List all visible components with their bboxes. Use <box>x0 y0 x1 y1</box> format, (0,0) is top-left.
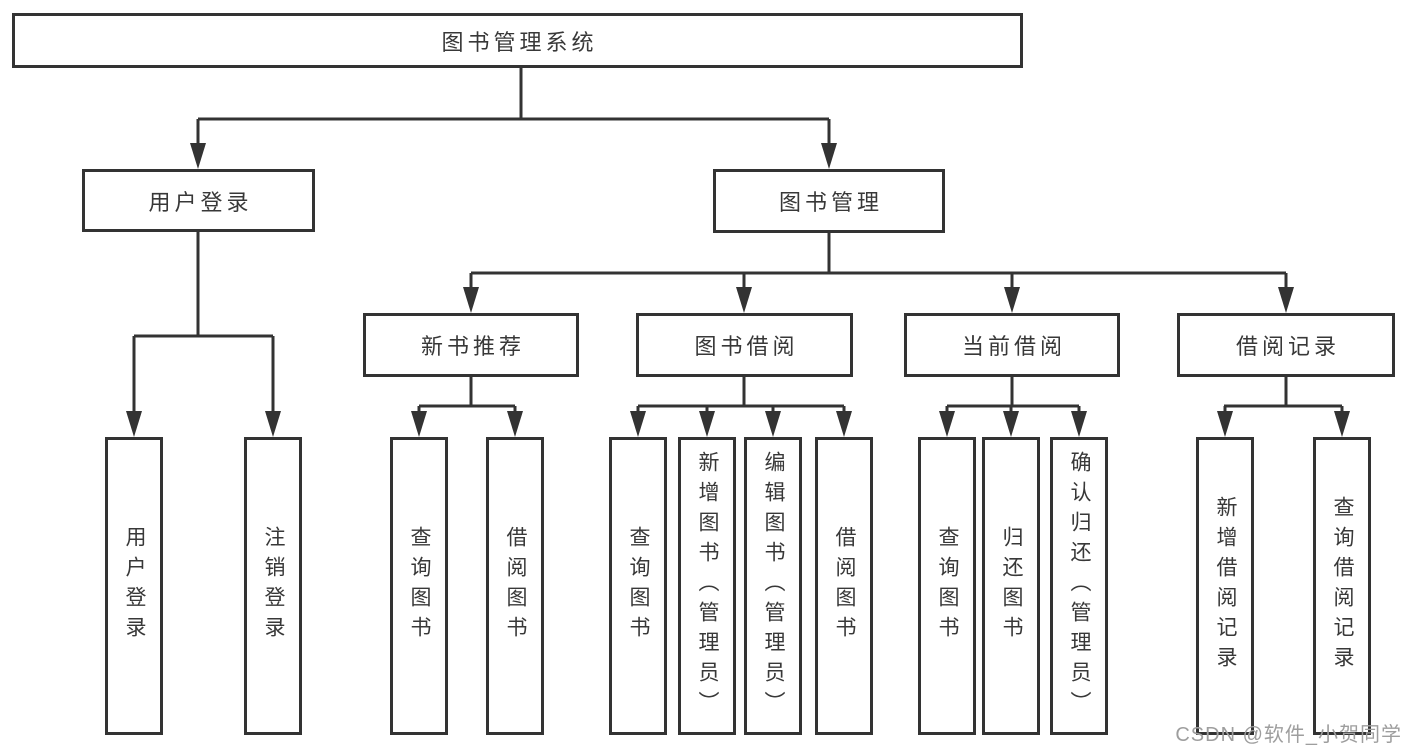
arrowheads <box>126 143 1350 437</box>
leaf-confirm-return-admin: 确认归还（管理员） <box>1050 437 1108 735</box>
leaf-logout: 注销登录 <box>244 437 302 735</box>
node-new-book-recommendation: 新书推荐 <box>363 313 579 377</box>
leaf-query-books-current: 查询图书 <box>918 437 976 735</box>
leaf-query-books-recommend: 查询图书 <box>390 437 448 735</box>
leaf-borrow-books-recommend: 借阅图书 <box>486 437 544 735</box>
leaf-query-books-borrowing: 查询图书 <box>609 437 667 735</box>
leaf-query-borrow-record: 查询借阅记录 <box>1313 437 1371 735</box>
csdn-watermark: CSDN @软件_小贺同学 <box>1175 724 1402 746</box>
leaf-add-borrow-record: 新增借阅记录 <box>1196 437 1254 735</box>
leaf-borrow-books-borrowing: 借阅图书 <box>815 437 873 735</box>
leaf-user-login: 用户登录 <box>105 437 163 735</box>
leaf-edit-book-admin: 编辑图书（管理员） <box>744 437 802 735</box>
node-current-borrowing: 当前借阅 <box>904 313 1120 377</box>
leaf-return-book: 归还图书 <box>982 437 1040 735</box>
node-borrowing-records: 借阅记录 <box>1177 313 1395 377</box>
leaf-add-book-admin: 新增图书（管理员） <box>678 437 736 735</box>
node-book-borrowing: 图书借阅 <box>636 313 853 377</box>
node-user-login: 用户登录 <box>82 169 315 232</box>
node-library-management-system: 图书管理系统 <box>12 13 1023 68</box>
node-book-management: 图书管理 <box>713 169 945 233</box>
